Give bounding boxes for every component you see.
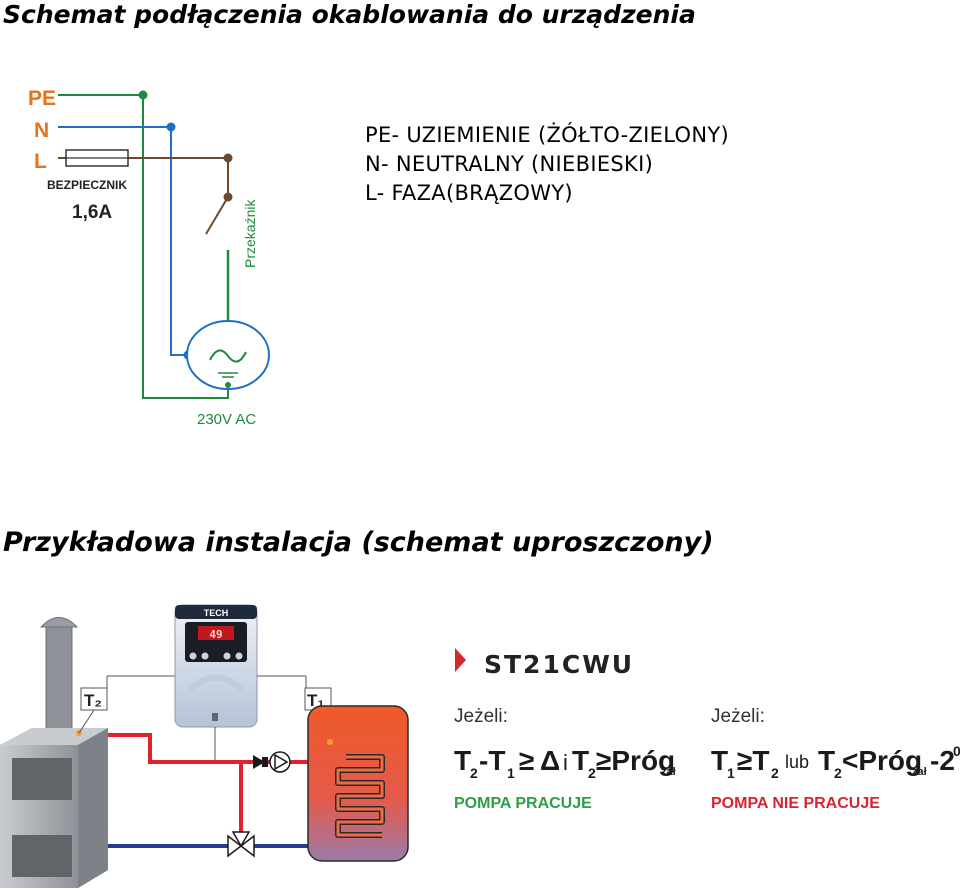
svg-text:≥: ≥ [519,745,534,776]
wire-legend: PE- UZIEMIENIE (ŻÓŁTO-ZIELONY) N- NEUTRA… [365,121,729,208]
controller-button-4[interactable] [235,652,243,660]
model-arrow-icon [455,648,466,672]
fuse-value: 1,6A [72,202,112,223]
svg-text:zał: zał [912,766,927,778]
controller-display: 49 [209,628,222,641]
n-node [166,122,176,132]
svg-text:<Próg: <Próg [842,745,922,776]
controller-button-2[interactable] [201,652,209,660]
legend-l: L- FAZA(BRĄZOWY) [365,181,573,205]
controller-button-3[interactable] [223,652,231,660]
supply-label: 230V AC [197,411,256,428]
legend-n: N- NEUTRALNY (NIEBIESKI) [365,152,654,176]
chimney [39,617,79,738]
svg-text:1: 1 [727,765,735,781]
controller-button-1[interactable] [189,652,197,660]
cond1-formula: T 2 -T 1 ≥ Δ i T 2 ≥Próg zał [454,745,676,781]
svg-text:2: 2 [470,765,478,781]
pump [253,751,291,773]
svg-text:i: i [563,750,568,775]
controller-brand: TECH [204,608,229,618]
svg-text:2: 2 [771,765,779,781]
model-name: ST21CWU [484,650,634,679]
l-wire [58,157,229,235]
sensor-t2-label: T₂ [84,691,102,710]
pe-node [138,90,148,100]
relay-node [223,192,233,202]
legend-pe: PE- UZIEMIENIE (ŻÓŁTO-ZIELONY) [365,123,729,147]
svg-text:-T: -T [479,745,505,776]
controller-device: TECH 49 [174,604,258,728]
svg-text:≥T: ≥T [737,745,769,776]
installation-title: Przykładowa instalacja (schemat uproszcz… [3,527,714,558]
svg-text:-2: -2 [930,745,955,776]
n-label: N [34,119,49,142]
svg-text:≥Próg: ≥Próg [596,745,675,776]
svg-text:T: T [454,745,471,776]
fuse-label: BEZPIECZNIK [47,178,127,192]
three-way-valve [227,831,255,858]
cond2-formula: T 1 ≥T 2 lub T 2 <Próg zał -2 0 [711,743,960,781]
svg-text:0: 0 [953,743,960,759]
svg-text:T: T [818,745,835,776]
cond2-status: POMPA NIE PRACUJE [711,795,880,812]
l-label: L [34,150,47,173]
cond1-status: POMPA PRACUJE [454,795,592,812]
n-wire [58,126,188,356]
pe-label: PE [28,87,56,110]
svg-text:T: T [711,745,728,776]
sensor-t1-label: T₁ [307,691,324,710]
svg-text:T: T [572,745,589,776]
svg-text:Δ: Δ [540,745,560,776]
cond2-heading: Jeżeli: [711,706,765,727]
pe-wire [58,94,229,399]
l-node [223,153,233,163]
svg-text:2: 2 [588,765,596,781]
svg-text:1: 1 [507,765,515,781]
cond1-heading: Jeżeli: [454,706,508,727]
svg-text:zał: zał [661,766,676,778]
svg-text:2: 2 [834,765,842,781]
hot-pipe [108,733,308,832]
cond2-lub: lub [785,752,809,772]
hot-water-tank [307,705,409,862]
wiring-title: Schemat podłączenia okablowania do urząd… [3,0,696,29]
relay-label: Przekaźnik [242,199,258,268]
boiler [0,728,108,888]
